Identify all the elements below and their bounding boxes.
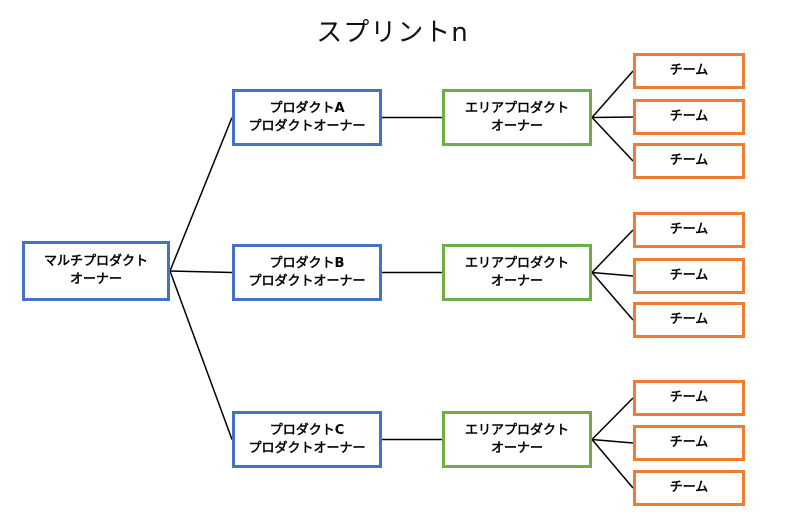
product-owner-box-a: プロダクトA プロダクトオーナー bbox=[232, 89, 382, 146]
team-box-b3: チーム bbox=[633, 302, 745, 338]
team-box-a2: チーム bbox=[633, 99, 745, 135]
connector-area-to-team-c3 bbox=[591, 439, 634, 489]
team-label: チーム bbox=[669, 153, 709, 168]
connector-area-to-team-b3 bbox=[591, 272, 634, 321]
team-box-a3: チーム bbox=[633, 143, 745, 179]
box-label-line2: オーナー bbox=[490, 273, 543, 289]
team-label: チーム bbox=[669, 109, 709, 124]
connector-area-to-team-b2 bbox=[591, 271, 634, 277]
box-label-line1: エリアプロダクト bbox=[464, 100, 569, 116]
connector-multi-to-c bbox=[169, 270, 233, 440]
box-label-line2: プロダクトオーナー bbox=[248, 440, 366, 456]
box-label-line1: プロダクトC bbox=[269, 422, 345, 438]
connector-area-to-team-a3 bbox=[591, 116, 634, 162]
box-label-line2: プロダクトオーナー bbox=[248, 118, 366, 134]
box-label-line2: オーナー bbox=[69, 272, 122, 287]
multi-product-owner-box: マルチプロダクト オーナー bbox=[22, 241, 170, 301]
product-owner-box-b: プロダクトB プロダクトオーナー bbox=[232, 244, 382, 301]
product-owner-box-c: プロダクトC プロダクトオーナー bbox=[232, 411, 382, 468]
connector-area-to-team-a2 bbox=[591, 116, 634, 119]
team-label: チーム bbox=[669, 480, 709, 495]
team-label: チーム bbox=[669, 312, 709, 327]
team-label: チーム bbox=[669, 390, 709, 405]
box-label-line2: オーナー bbox=[490, 118, 543, 134]
area-product-owner-box-a: エリアプロダクト オーナー bbox=[442, 89, 592, 146]
box-label-line2: プロダクトオーナー bbox=[248, 273, 366, 289]
team-box-b2: チーム bbox=[633, 258, 745, 294]
team-box-b1: チーム bbox=[633, 212, 745, 248]
box-label-line1: エリアプロダクト bbox=[464, 422, 569, 438]
box-label-line1: プロダクトB bbox=[269, 255, 345, 271]
team-box-a1: チーム bbox=[633, 53, 745, 89]
connector-multi-to-a bbox=[169, 117, 233, 272]
connector-multi-to-b bbox=[169, 270, 233, 274]
team-label: チーム bbox=[669, 222, 709, 237]
connector-area-to-team-a1 bbox=[591, 70, 634, 118]
box-label-line1: エリアプロダクト bbox=[464, 255, 569, 271]
team-label: チーム bbox=[669, 63, 709, 78]
team-box-c2: チーム bbox=[633, 425, 745, 461]
box-label-line1: マルチプロダクト bbox=[43, 254, 148, 269]
connector-area-to-team-c2 bbox=[591, 438, 634, 444]
team-label: チーム bbox=[669, 268, 709, 283]
area-product-owner-box-b: エリアプロダクト オーナー bbox=[442, 244, 592, 301]
team-label: チーム bbox=[669, 435, 709, 450]
team-box-c3: チーム bbox=[633, 470, 745, 506]
area-product-owner-box-c: エリアプロダクト オーナー bbox=[442, 411, 592, 468]
box-label-line2: オーナー bbox=[490, 440, 543, 456]
team-box-c1: チーム bbox=[633, 380, 745, 416]
connector-area-to-team-b1 bbox=[591, 229, 634, 274]
connector-area-to-team-c1 bbox=[591, 397, 634, 441]
box-label-line1: プロダクトA bbox=[269, 100, 345, 116]
diagram-title: スプリントn bbox=[316, 18, 469, 48]
